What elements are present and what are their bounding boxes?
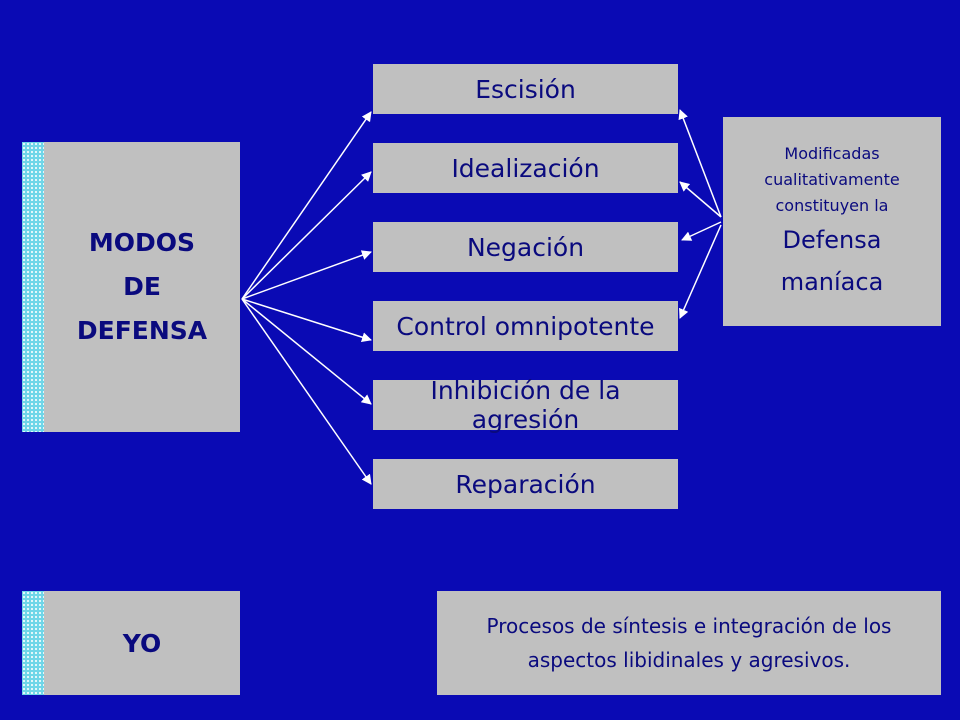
mechanism-negacion: Negación bbox=[373, 222, 678, 272]
modos-de-defensa-box: MODOS DE DEFENSA bbox=[22, 142, 240, 432]
arrow-back-negacion bbox=[681, 221, 722, 241]
arrow-back-control bbox=[679, 224, 722, 319]
mechanism-reparacion: Reparación bbox=[373, 459, 678, 509]
arrow-to-idealizacion bbox=[241, 171, 372, 300]
mechanism-control-omnipotente: Control omnipotente bbox=[373, 301, 678, 351]
arrow-to-reparacion bbox=[241, 298, 372, 485]
modos-line-3: DEFENSA bbox=[76, 316, 208, 345]
arrow-to-control bbox=[241, 298, 372, 343]
right-line-5: maníaca bbox=[780, 267, 884, 296]
synthesis-box: Procesos de síntesis e integración de lo… bbox=[437, 591, 941, 695]
arrow-back-idealizacion bbox=[679, 181, 722, 218]
modos-line-1: MODOS bbox=[88, 228, 196, 257]
arrow-to-negacion bbox=[241, 250, 372, 300]
arrow-to-escision bbox=[241, 111, 372, 300]
arrow-to-inhibicion bbox=[241, 298, 372, 405]
yo-label: YO bbox=[122, 628, 162, 658]
mechanism-idealizacion: Idealización bbox=[373, 143, 678, 193]
arrow-back-escision bbox=[678, 109, 722, 218]
right-line-4: Defensa bbox=[782, 225, 882, 254]
yo-box: YO bbox=[22, 591, 240, 695]
right-line-3: constituyen la bbox=[775, 195, 889, 215]
mechanism-inhibicion-agresion: Inhibición de la agresión bbox=[373, 376, 678, 434]
dotted-stripe bbox=[22, 591, 44, 695]
synthesis-line-2: aspectos libidinales y agresivos. bbox=[527, 648, 851, 672]
dotted-stripe bbox=[22, 142, 44, 432]
synthesis-line-1: Procesos de síntesis e integración de lo… bbox=[486, 614, 892, 638]
defensa-maniaca-box: Modificadas cualitativamente constituyen… bbox=[723, 117, 941, 326]
modos-line-2: DE bbox=[123, 272, 161, 301]
right-line-2: cualitativamente bbox=[764, 169, 900, 189]
mechanism-escision: Escisión bbox=[373, 64, 678, 114]
right-line-1: Modificadas bbox=[784, 143, 880, 163]
